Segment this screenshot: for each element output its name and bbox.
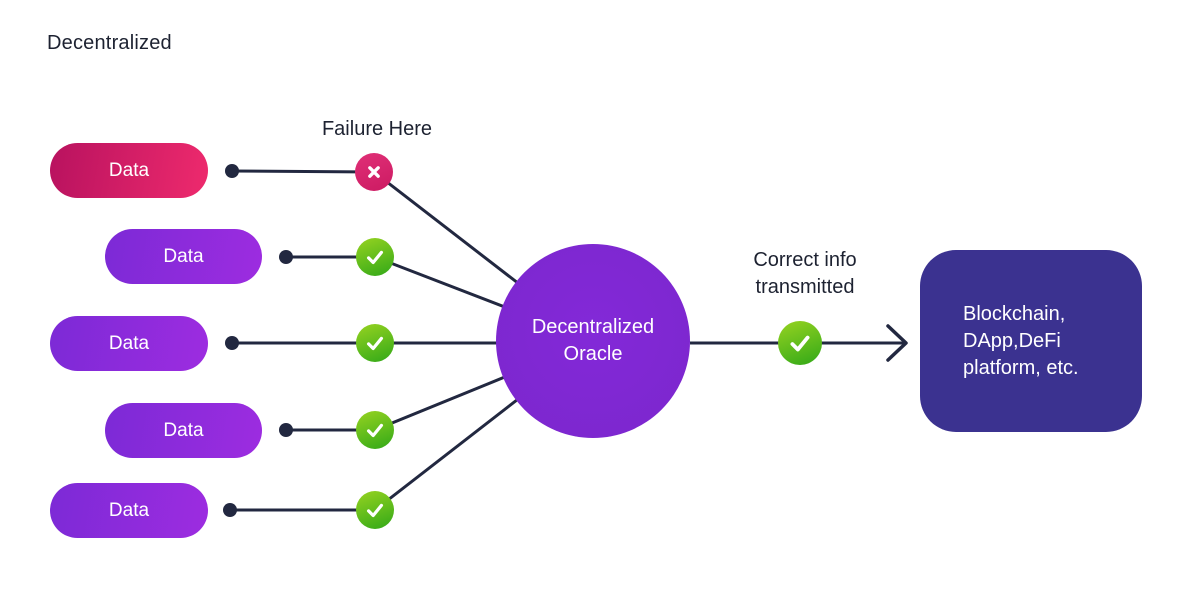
- success-badge: [356, 238, 394, 276]
- data-node-label: Data: [163, 419, 204, 441]
- success-badge: [356, 411, 394, 449]
- arrow-right-icon: [886, 324, 908, 362]
- data-node-label: Data: [108, 332, 150, 354]
- correct-info-line1: Correct info: [753, 249, 857, 271]
- check-icon: [366, 503, 384, 518]
- data-node-label: Data: [163, 245, 204, 267]
- connector-dot: [279, 250, 293, 264]
- data-node-3: Data: [50, 316, 208, 371]
- destination-line1: Blockchain,: [963, 302, 1066, 325]
- check-icon: [366, 423, 384, 438]
- check-icon: [366, 250, 384, 265]
- success-badge: [356, 491, 394, 529]
- connector-line: [231, 169, 375, 174]
- data-node-label: Data: [108, 499, 150, 521]
- destination-line3: platform, etc.: [963, 356, 1079, 379]
- correct-info-label: Correct info transmitted: [720, 247, 890, 301]
- data-node-5: Data: [50, 483, 208, 538]
- success-badge: [356, 324, 394, 362]
- failure-label: Failure Here: [321, 118, 433, 140]
- data-node-4: Data: [105, 403, 262, 458]
- success-badge-output: [778, 321, 822, 365]
- check-icon: [366, 336, 384, 351]
- destination-line2: DApp,DeFi: [963, 329, 1061, 352]
- connector-dot: [223, 503, 237, 517]
- destination-node: Blockchain, DApp,DeFi platform, etc.: [920, 250, 1142, 432]
- oracle-label-line1: Decentralized: [531, 316, 655, 338]
- diagram-title: Decentralized: [47, 32, 172, 54]
- oracle-label-line2: Oracle: [563, 343, 623, 365]
- x-icon: [368, 166, 380, 178]
- connector-dot: [225, 336, 239, 350]
- data-node-2: Data: [105, 229, 262, 284]
- correct-info-line2: transmitted: [755, 276, 855, 298]
- connector-dot: [279, 423, 293, 437]
- data-node-1: Data: [50, 143, 208, 198]
- connector-dot: [225, 164, 239, 178]
- connector-dots: [223, 164, 293, 517]
- check-icon: [790, 335, 810, 352]
- failure-badge: [355, 153, 393, 191]
- data-node-label: Data: [108, 159, 150, 181]
- oracle-node: Decentralized Oracle: [496, 244, 690, 438]
